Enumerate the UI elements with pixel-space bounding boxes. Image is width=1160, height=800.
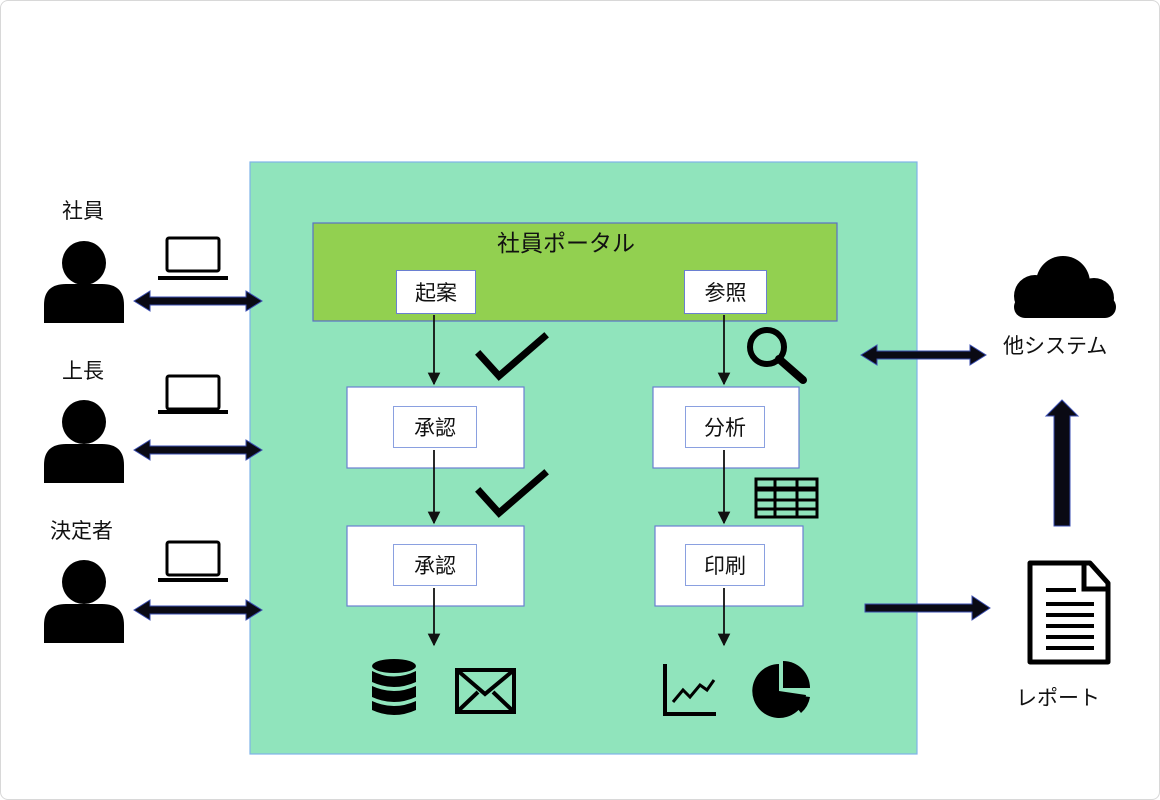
to-report-arrow <box>864 595 991 621</box>
reference-node[interactable]: 参照 <box>684 270 767 314</box>
report-up-arrow <box>1044 399 1080 527</box>
report-label: レポート <box>1016 686 1100 710</box>
approve-node-1[interactable]: 承認 <box>393 406 477 448</box>
draft-node[interactable]: 起案 <box>396 270 476 314</box>
other-systems-label: 他システム <box>1003 334 1108 358</box>
person-icon <box>44 241 124 323</box>
approve-node-2[interactable]: 承認 <box>393 544 477 586</box>
laptop-icon <box>158 540 228 582</box>
portal-title: 社員ポータル <box>497 231 635 257</box>
actor-label-employee: 社員 <box>62 199 104 223</box>
other-systems-arrow <box>860 344 987 366</box>
person-icon <box>44 400 124 483</box>
person-icon <box>44 560 124 643</box>
actor-label-manager: 上長 <box>62 359 104 383</box>
document-icon <box>1027 560 1111 665</box>
mail-icon <box>455 668 516 714</box>
laptop-icon <box>158 236 228 280</box>
analysis-node[interactable]: 分析 <box>685 406 765 448</box>
pie-chart-icon <box>752 661 810 718</box>
checkmark-icon <box>475 469 549 518</box>
laptop-icon <box>158 374 228 414</box>
table-icon <box>754 477 819 519</box>
print-node[interactable]: 印刷 <box>685 544 765 586</box>
cloud-icon <box>1014 256 1116 318</box>
actor-label-decider: 決定者 <box>50 519 113 543</box>
database-icon <box>372 659 416 715</box>
line-chart-icon <box>663 664 716 716</box>
actor-arrow-2 <box>133 439 263 461</box>
actor-arrow-1 <box>133 290 263 312</box>
actor-arrow-3 <box>133 599 263 621</box>
magnifier-icon <box>747 327 807 384</box>
checkmark-icon <box>475 332 549 381</box>
